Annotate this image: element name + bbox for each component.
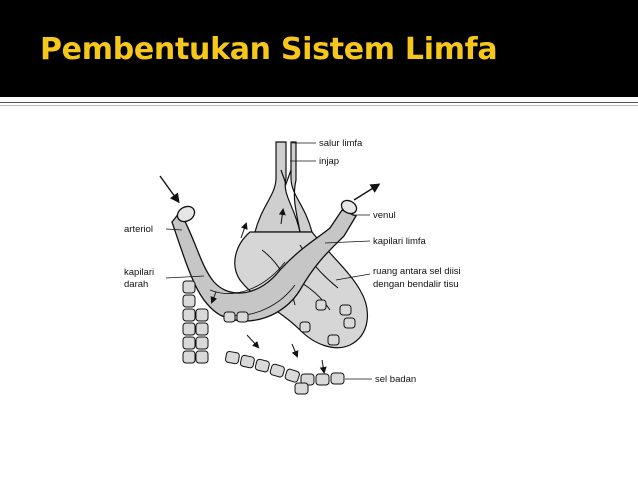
divider-line-secondary <box>0 105 638 106</box>
body-cells-left <box>182 280 209 364</box>
lymph-duct <box>254 141 313 233</box>
label-arteriol: arteriol <box>124 224 153 235</box>
label-injap: injap <box>319 156 339 167</box>
label-salur-limfa: salur limfa <box>319 138 363 149</box>
label-bendalir-tisu: dengan bendalir tisu <box>373 279 459 290</box>
leader-lines <box>165 142 372 380</box>
title-bar: Pembentukan Sistem Limfa <box>0 0 638 97</box>
label-kapilari-limfa: kapilari limfa <box>373 236 427 247</box>
label-venul: venul <box>373 210 396 221</box>
valve-shape <box>280 169 292 186</box>
venul-opening <box>340 199 358 215</box>
label-kapilari: kapilari <box>124 267 154 278</box>
slide-title: Pembentukan Sistem Limfa <box>40 32 498 67</box>
flow-arrows <box>159 175 381 374</box>
interstitial-cells <box>223 299 356 346</box>
divider-line <box>0 102 638 103</box>
arteriol-opening <box>176 205 196 223</box>
label-ruang-antara-sel: ruang antara sel diisi <box>373 266 461 277</box>
label-sel-badan: sel badan <box>375 374 416 385</box>
body-cells-bottom <box>225 351 345 395</box>
label-darah: darah <box>124 279 148 290</box>
